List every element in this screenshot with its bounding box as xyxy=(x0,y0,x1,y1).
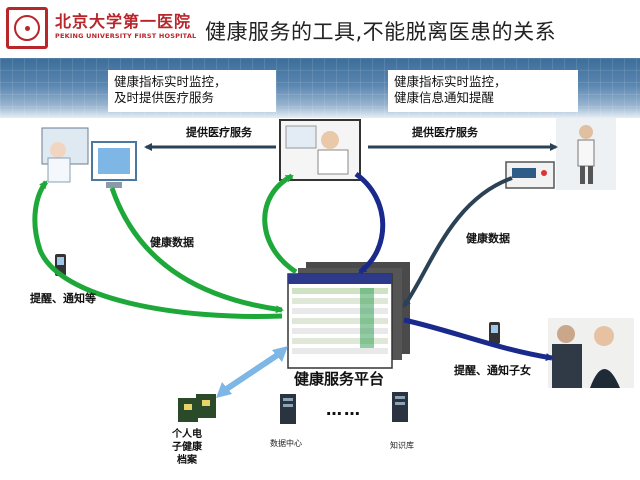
arrow-records-platform xyxy=(220,349,284,395)
arrow-remind-children xyxy=(403,317,554,362)
data-center-server-icon xyxy=(280,394,296,424)
arrow-health-data-right xyxy=(402,176,513,308)
elderly-patient-icon xyxy=(556,118,616,190)
health-records-icon xyxy=(178,394,216,422)
arrow-health-data-left xyxy=(109,187,284,314)
label-personal-record: 个人电 子健康 档案 xyxy=(172,428,202,467)
label-personal-record-line-1: 个人电 xyxy=(172,429,202,440)
logo-seal-dot xyxy=(25,26,30,31)
label-remind-notify: 提醒、通知等 xyxy=(30,292,96,305)
health-platform-screen xyxy=(287,262,410,369)
hospital-name-en: PEKING UNIVERSITY FIRST HOSPITAL xyxy=(55,32,197,40)
knowledge-base-server-icon xyxy=(392,392,408,422)
monitoring-device-icon xyxy=(505,161,555,189)
logo-seal-ring xyxy=(14,15,40,41)
label-knowledge-base: 知识库 xyxy=(390,441,414,450)
callout-left-line-2: 及时提供医疗服务 xyxy=(114,90,215,105)
family-members-icon xyxy=(548,318,634,388)
label-remind-children: 提醒、通知子女 xyxy=(454,364,531,377)
label-personal-record-line-2: 子健康 xyxy=(172,442,202,453)
label-health-data-right: 健康数据 xyxy=(466,232,510,245)
callout-left: 健康指标实时监控， 及时提供医疗服务 xyxy=(108,70,276,112)
arrow-remind-left xyxy=(32,180,283,319)
slide-header: 北京大学第一医院 PEKING UNIVERSITY FIRST HOSPITA… xyxy=(0,0,640,58)
label-data-center: 数据中心 xyxy=(270,439,302,448)
hospital-logo xyxy=(6,7,48,49)
label-health-platform: 健康服务平台 xyxy=(294,370,385,388)
arrow-doctor-to-platform xyxy=(354,171,386,275)
arrow-platform-to-doctor xyxy=(262,173,298,275)
doctor-monitor-icon xyxy=(279,119,361,181)
label-health-data-left: 健康数据 xyxy=(150,236,194,249)
mobile-phone-right-icon xyxy=(489,322,500,344)
hospital-name-cn: 北京大学第一医院 xyxy=(55,12,192,31)
callout-right: 健康指标实时监控， 健康信息通知提醒 xyxy=(388,70,578,112)
label-provide-service-right: 提供医疗服务 xyxy=(412,126,478,139)
doctor-workstation-icon xyxy=(41,127,137,188)
arrow-records-head-down xyxy=(216,382,232,398)
callout-left-line-1: 健康指标实时监控， xyxy=(114,74,227,89)
label-provide-service-left: 提供医疗服务 xyxy=(186,126,252,139)
slide-title: 健康服务的工具,不能脱离医患的关系 xyxy=(205,20,557,44)
label-ellipsis: …… xyxy=(326,400,362,419)
label-personal-record-line-3: 档案 xyxy=(177,455,197,466)
callout-right-line-1: 健康指标实时监控， xyxy=(394,74,507,89)
arrow-records-head-up xyxy=(272,346,288,362)
callout-right-line-2: 健康信息通知提醒 xyxy=(394,90,495,105)
